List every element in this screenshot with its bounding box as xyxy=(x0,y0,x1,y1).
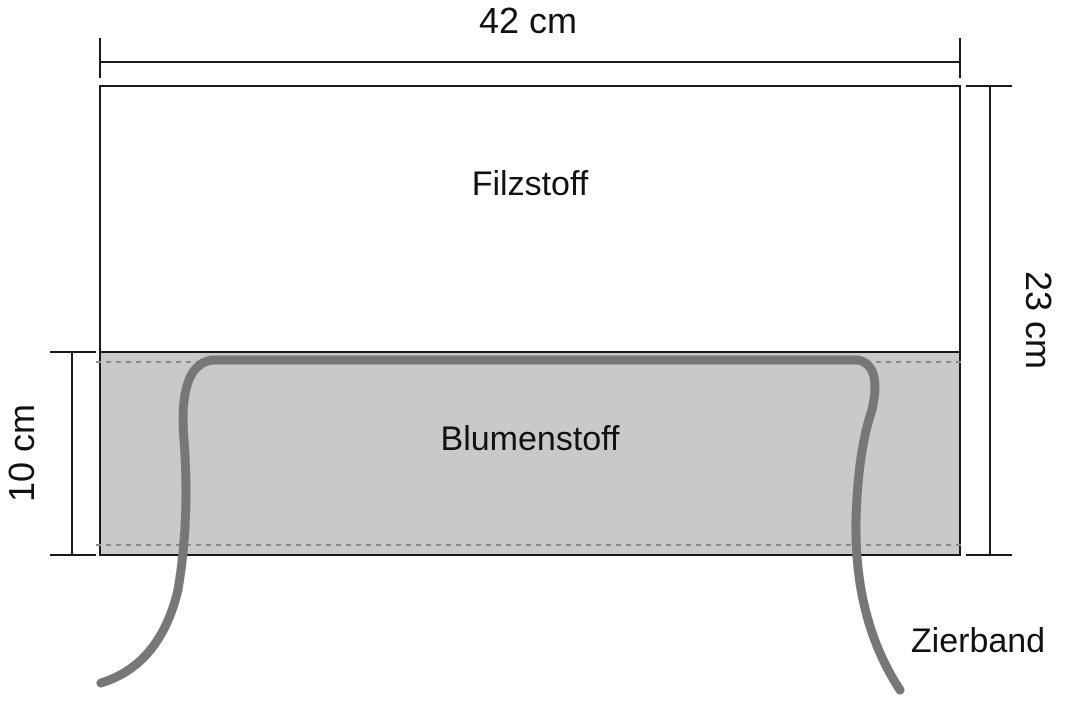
height-dimension: 23 cm xyxy=(966,85,1059,556)
felt-panel xyxy=(99,85,961,353)
decorative-ribbon xyxy=(96,355,905,695)
flower-fabric-label: Blumenstoff xyxy=(441,420,620,458)
band-height-label: 10 cm xyxy=(1,404,42,502)
felt-label: Filzstoff xyxy=(472,165,589,203)
band-height-dimension: 10 cm xyxy=(1,351,96,556)
height-label: 23 cm xyxy=(1018,271,1059,369)
width-dimension: 42 cm xyxy=(99,0,961,78)
width-label: 42 cm xyxy=(479,0,577,41)
ribbon-label: Zierband xyxy=(911,622,1045,660)
flower-fabric-band xyxy=(99,351,961,556)
